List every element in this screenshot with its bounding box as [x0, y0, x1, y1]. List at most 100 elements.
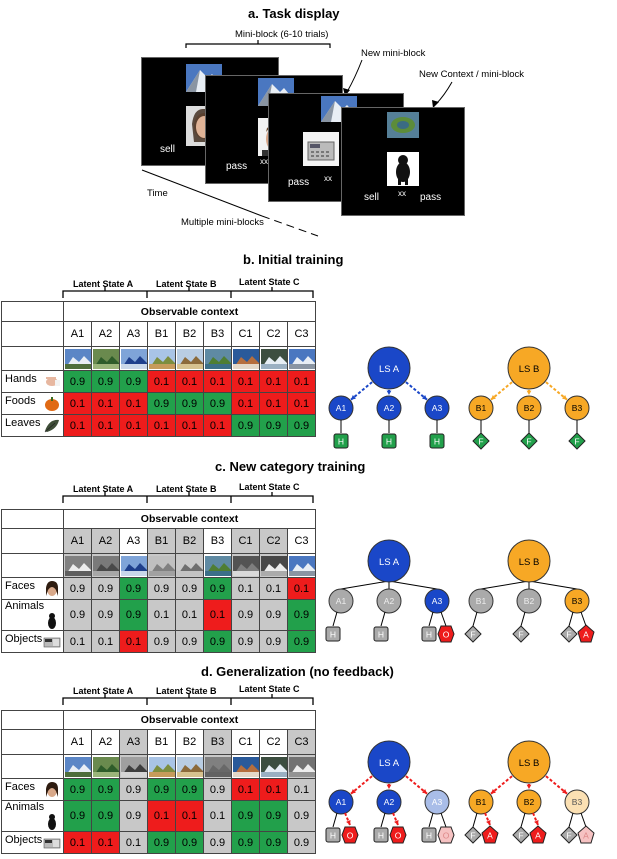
leaf-icon — [44, 419, 59, 432]
tree-edge — [428, 812, 434, 828]
context-node — [564, 789, 590, 815]
inference-arrow-head — [490, 395, 496, 400]
category-leaf-label: F — [518, 630, 523, 640]
context-column-header: B3 — [203, 729, 232, 755]
probability-cell: 0.9 — [259, 414, 288, 437]
latent-a-label: Latent State A — [73, 686, 134, 696]
inference-arrow — [545, 381, 568, 401]
context-image-cell — [91, 754, 120, 779]
context-node — [376, 789, 402, 815]
new-category-leaf — [577, 624, 595, 643]
probability-cell: 0.9 — [91, 778, 120, 801]
observable-context-header: Observable context — [62, 509, 317, 529]
calculator-icon — [43, 838, 61, 848]
category-leaf — [333, 433, 349, 449]
inference-arrow-head — [422, 395, 428, 400]
inference-arrow-head — [350, 789, 356, 794]
new-category-leaf — [529, 825, 547, 844]
row-label-text: Objects — [5, 632, 43, 645]
context-scene-icon — [176, 555, 203, 576]
context-node-label: A2 — [384, 596, 395, 606]
latent-state-node — [507, 539, 551, 583]
context-node-label: A3 — [432, 403, 443, 413]
context-scene-icon — [232, 756, 259, 777]
context-image-cell — [203, 553, 232, 578]
probability-cell: 0.9 — [91, 370, 120, 393]
context-scene-icon — [120, 348, 147, 369]
row-label: Leaves — [1, 414, 64, 437]
context-image-cell — [203, 754, 232, 779]
probability-cell: 0.9 — [175, 392, 204, 415]
tree-edge — [580, 812, 587, 828]
new-category-leaf-label: A — [583, 831, 589, 841]
observable-context-header: Observable context — [62, 710, 317, 730]
calculator-photo — [303, 132, 339, 166]
context-node-label: B1 — [476, 797, 487, 807]
context-scene-icon — [92, 555, 119, 576]
screen4-mid-label: xx — [398, 189, 406, 198]
context-scene-icon — [92, 348, 119, 369]
inference-arrow — [405, 775, 428, 795]
new-category-leaf-label: O — [347, 831, 354, 841]
latent-state-node — [367, 740, 411, 784]
probability-cell: 0.1 — [175, 414, 204, 437]
tree-edge — [480, 580, 530, 590]
latent-c-label: Latent State C — [239, 482, 300, 492]
tree-edge — [388, 580, 438, 590]
latent-state-label: LS B — [519, 364, 540, 375]
probability-cell: 0.1 — [203, 414, 232, 437]
context-image-cell — [147, 346, 176, 371]
context-node — [424, 789, 450, 815]
probability-cell: 0.9 — [91, 800, 120, 832]
new-category-leaf-label: O — [395, 831, 402, 841]
context-scene-icon — [176, 348, 203, 369]
context-node-label: B3 — [572, 596, 583, 606]
tree-edge — [580, 611, 587, 627]
probability-cell: 0.1 — [147, 370, 176, 393]
tree-edge — [440, 812, 447, 828]
context-image-cell — [119, 754, 148, 779]
probability-cell: 0.1 — [231, 392, 260, 415]
category-leaf — [520, 432, 538, 450]
context-image-cell — [175, 754, 204, 779]
category-leaf — [464, 826, 482, 844]
context-column-header: A3 — [119, 321, 148, 347]
new-context-arrow — [435, 81, 453, 105]
inference-arrow-head — [346, 820, 351, 825]
new-category-leaf-label: A — [535, 831, 541, 841]
miniblock-brace — [185, 43, 331, 48]
inference-arrow — [490, 775, 513, 795]
context-node-label: B3 — [572, 797, 583, 807]
context-scene-icon — [120, 555, 147, 576]
probability-cell: 0.1 — [286, 392, 317, 415]
latent-state-label: LS A — [379, 557, 400, 568]
row-label-text: Objects — [5, 833, 43, 846]
probability-cell: 0.9 — [147, 630, 176, 653]
context-column-header: C2 — [259, 528, 288, 554]
context-image-cell — [203, 346, 232, 371]
probability-cell: 0.9 — [175, 778, 204, 801]
inference-arrow-head — [386, 390, 392, 395]
probability-cell: 0.9 — [119, 599, 148, 631]
probability-cell: 0.1 — [286, 370, 317, 393]
probability-cell: 0.9 — [119, 577, 148, 600]
probability-cell: 0.1 — [175, 599, 204, 631]
context-image-cell — [175, 346, 204, 371]
context-scene-icon — [64, 348, 91, 369]
context-scene-icon — [64, 555, 91, 576]
context-image-cell — [231, 754, 260, 779]
new-miniblock-label: New mini-block — [361, 48, 426, 59]
context-image-cell — [91, 553, 120, 578]
context-scene-icon — [120, 756, 147, 777]
probability-cell: 0.9 — [231, 599, 260, 631]
row-label-text: Animals — [5, 801, 45, 814]
context-column-header: B2 — [175, 729, 204, 755]
